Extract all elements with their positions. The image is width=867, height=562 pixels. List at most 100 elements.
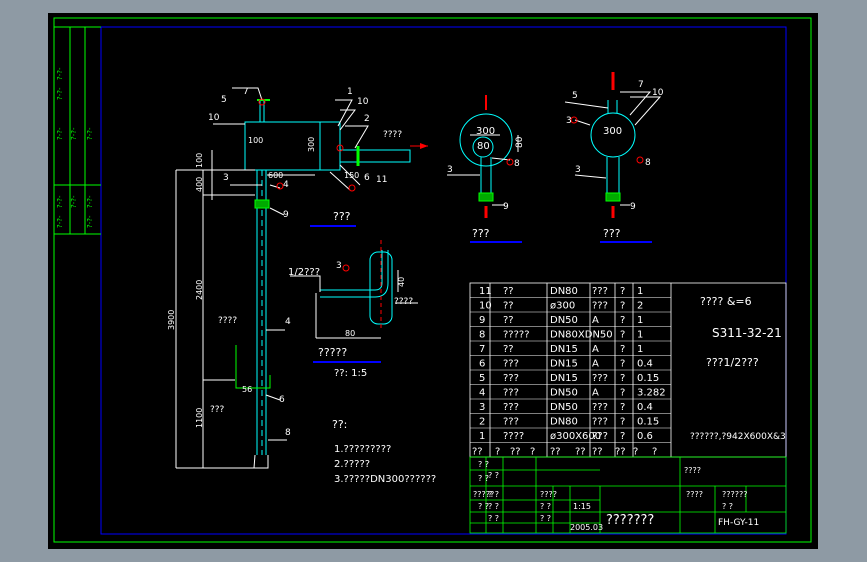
table-header: ?? [615,447,626,458]
part-qty: 3.282 [637,388,666,399]
part-note: ??????,?942X600X&3 [690,432,786,442]
part-spec: DN50 [550,315,578,326]
dim-label: 80 [477,141,490,152]
part-no: 3 [479,402,485,413]
part-spec: DN50 [550,402,578,413]
title-block-cell: ?????? [722,490,747,499]
part-no: 1 [479,431,485,442]
table-header: ? [652,447,657,458]
title-block-grid [469,456,787,534]
dim-label: 300 [307,137,316,152]
part-no: 6 [479,359,485,370]
drawing-number: FH-GY-11 [718,518,759,528]
dim-label: 300 [603,126,622,137]
elevation-note: ??? [210,405,225,415]
plan-right-callout: 7 [638,80,644,90]
part-name: ??? [503,417,519,428]
title-block-cell: ? ? [488,502,499,511]
part-unit: ? [620,330,625,341]
part-no: 7 [479,344,485,355]
elevation-callout: 6 [279,395,285,405]
elevation-callout: 1 [347,87,353,97]
plan-left-callout: 9 [503,202,509,212]
side-strip-label: ?-?- [86,127,94,140]
dim-label: 40 [397,277,406,287]
table-header: ? [530,447,535,458]
tank-body [244,121,341,171]
part-material: A [592,359,599,370]
spec-note: ???1/2??? [706,356,759,369]
notes-item: 3.?????DN300?????? [334,474,436,485]
plan-right-callout: 5 [572,91,578,101]
dim-label: 1100 [195,408,204,428]
title-block-cell: ???? [684,466,701,475]
side-strip-label: ?-?- [70,127,78,140]
part-unit: ? [620,344,625,355]
detail-slope-label: 1/2??? [288,267,320,278]
inner-frame [100,26,787,535]
dim-label: 600 [268,171,283,180]
title-block-cell: ? ? [722,502,733,511]
side-strip-label: ?-?- [56,215,64,228]
plan-left-caption: ??? [472,227,490,240]
table-header: ?? [592,447,603,458]
part-qty: 0.15 [637,373,659,384]
table-header: ?? [550,447,561,458]
title-block-cell: 1:15 [573,502,591,511]
part-spec: DN80 [550,286,578,297]
part-spec: DN80 [550,417,578,428]
part-unit: ? [620,417,625,428]
notes-item: 2.????? [334,459,370,470]
title-block-cell: ? ? [488,471,499,480]
elevation-note: ???? [218,316,237,326]
part-qty: 1 [637,344,643,355]
plan-view-right [564,72,662,243]
part-no: 4 [479,388,485,399]
part-name: ?? [503,344,514,355]
part-qty: 0.4 [637,359,653,370]
plan-left-callout: 3 [447,165,453,175]
part-no: 9 [479,315,485,326]
title-block-cell: ???? [540,490,557,499]
dim-label: 400 [195,177,204,192]
part-unit: ? [620,359,625,370]
detail-scale: ??: 1:5 [334,368,367,379]
title-block-cell: ? ? [488,514,499,523]
dim-label: 80 [345,329,355,338]
elevation-callout: 6 [364,173,370,183]
side-strip-label: ?-?- [70,195,78,208]
elevation-callout: 10 [357,97,369,107]
part-qty: 0.15 [637,417,659,428]
outer-frame [53,17,812,543]
side-strip-labels: ?-?-?-?-?-?-?-?-?-?-?-?-?-?-?-?-?-?-?-?- [56,67,94,228]
side-strip-label: ?-?- [56,67,64,80]
part-unit: ? [620,431,625,442]
title-block-cell: ? ? [478,474,489,483]
detail-view [290,240,418,363]
plan-right-callout: 10 [652,88,664,98]
elevation-callout: 4 [285,317,291,327]
plan-left-callout: 8 [514,159,520,169]
table-header: ? [633,447,638,458]
part-material: A [592,388,599,399]
drawing-ref: S311-32-21 [712,326,782,340]
part-unit: ? [620,388,625,399]
elevation-callout: 5 [221,95,227,105]
detail-caption: ????? [318,346,347,359]
plan-right-callout: 3 [566,116,572,126]
part-material: ??? [592,431,608,442]
part-material: ??? [592,402,608,413]
part-material: A [592,315,599,326]
part-unit: ? [620,373,625,384]
elevation-callout: 2 [364,114,370,124]
dim-label: 2400 [195,280,204,300]
part-spec: DN15 [550,373,578,384]
title-block-cell: ? ? [478,460,489,469]
part-unit: ? [620,402,625,413]
elevation-caption: ??? [333,210,351,223]
plan-right-callout: 8 [645,158,651,168]
